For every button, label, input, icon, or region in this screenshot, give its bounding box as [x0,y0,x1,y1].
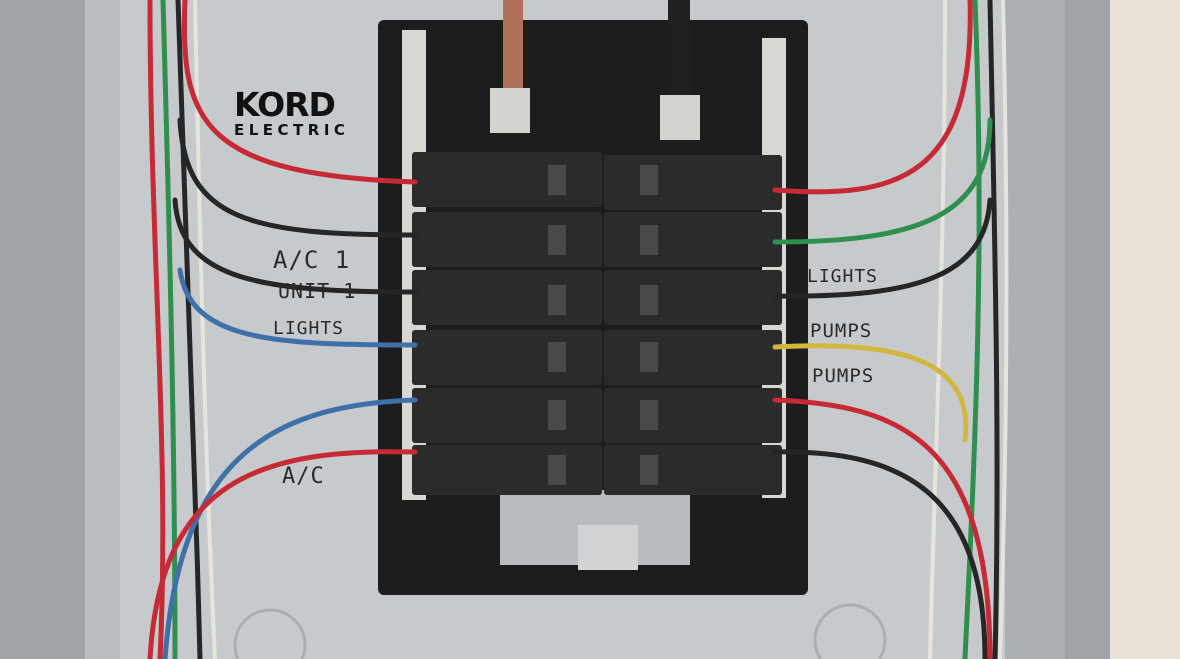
label-unit-1: UNIT 1 [278,279,357,303]
wire [147,449,418,659]
logo-line-1: KORD [234,85,336,124]
wire [772,397,993,659]
label-ac: A/C [282,464,325,489]
label-lights-left: LIGHTS [273,318,345,339]
breaker [412,388,602,443]
wire [160,0,178,659]
wires-left [147,0,418,659]
breaker-handle [640,400,658,430]
breakers-left [412,152,602,495]
breakers-right [604,155,782,495]
label-lights-right: LIGHTS [807,266,879,287]
wire [772,197,993,299]
breaker-handle [640,455,658,485]
wire [772,0,973,195]
breaker [604,388,782,443]
black-feeder [668,0,690,100]
mount-clip [578,525,638,570]
wire [181,0,418,185]
breaker [412,212,602,267]
wire [177,267,418,348]
breaker-handle [640,342,658,372]
breaker-handle [548,165,566,195]
breaker-handle [640,225,658,255]
label-ac-1: A/C 1 [273,246,351,274]
wire [987,0,1000,659]
breaker [412,152,602,207]
wire [147,0,166,659]
wire [172,197,418,295]
wire [772,117,993,245]
knockout [233,608,307,659]
lug [660,95,700,140]
breaker-handle [640,165,658,195]
breaker [604,212,782,267]
breaker-handle [548,455,566,485]
breaker [412,270,602,325]
wire [162,397,418,659]
wires-right [772,0,1009,659]
wire [177,117,418,238]
breaker [604,445,782,495]
breaker [412,445,602,495]
wire [928,0,947,659]
breaker [604,270,782,325]
label-pumps-2: PUMPS [812,365,875,387]
breaker-handle [548,342,566,372]
breaker-handle [548,400,566,430]
breaker-handle [548,225,566,255]
breaker [604,330,782,385]
logo-line-2: ELECTRIC [234,121,350,139]
label-pumps-1: PUMPS [810,320,873,342]
wire [175,0,203,659]
window-light [1110,0,1180,659]
knockout [813,603,887,659]
breaker [604,155,782,210]
breaker [412,330,602,385]
wire [998,0,1009,659]
wire [962,0,982,659]
wire [772,449,988,659]
lug [490,88,530,133]
brand-logo: KORD ELECTRIC [234,88,349,138]
enclosure-right-wall [1005,0,1065,659]
breaker-handle [548,285,566,315]
breaker-handle [640,285,658,315]
wire [772,343,969,443]
copper-feeder [503,0,523,95]
